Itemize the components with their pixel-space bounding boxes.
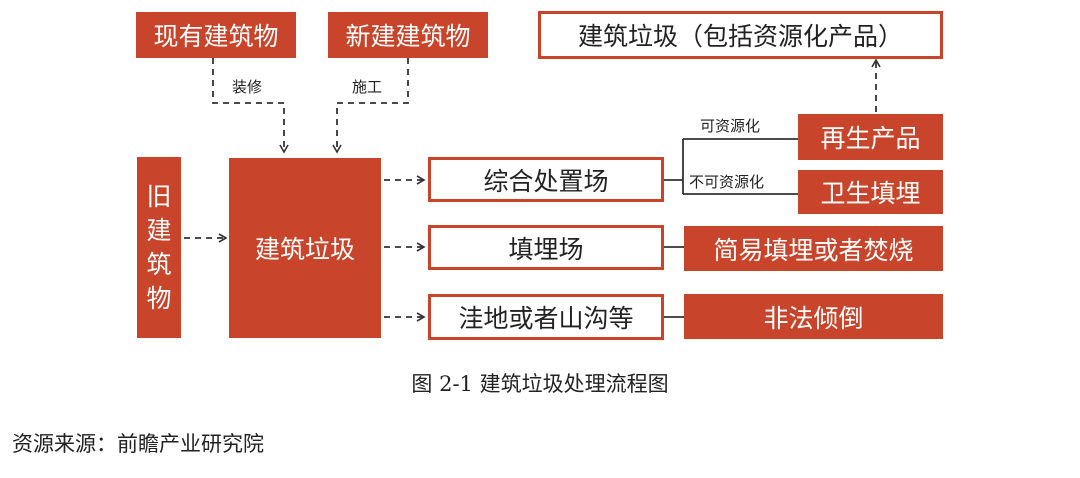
renovation-label: 装修	[232, 78, 263, 96]
illegal-dumping-node: 非法倾倒	[684, 294, 943, 339]
construction-label: 施工	[352, 78, 383, 96]
final-waste-node: 建筑垃圾（包括资源化产品）	[538, 11, 943, 59]
old-buildings-char: 筑	[146, 249, 172, 279]
recycled-products-node: 再生产品	[798, 114, 943, 160]
old-buildings-char: 建	[146, 215, 172, 245]
lowland-node: 洼地或者山沟等	[428, 294, 664, 340]
construction-waste-node: 建筑垃圾	[229, 158, 381, 338]
existing-buildings-node: 现有建筑物	[136, 12, 296, 58]
treatment-branch	[664, 138, 798, 195]
source-note: 资源来源：前瞻产业研究院	[12, 432, 264, 456]
non-recyclable-label: 不可资源化	[689, 173, 765, 191]
recyclable-label: 可资源化	[700, 117, 761, 135]
old-buildings-char: 物	[146, 283, 172, 313]
figure-caption: 图 2-1 建筑垃圾处理流程图	[411, 372, 669, 396]
sanitary-landfill-node: 卫生填埋	[798, 170, 943, 214]
landfill-site-node: 填埋场	[428, 225, 664, 270]
renovation-arrow	[212, 58, 289, 154]
old-buildings-node: 旧 建 筑 物	[137, 157, 181, 338]
construction-arrow	[332, 58, 409, 154]
treatment-site-node: 综合处置场	[428, 157, 664, 202]
old-buildings-char: 旧	[146, 181, 172, 211]
simple-landfill-node: 简易填埋或者焚烧	[684, 226, 943, 271]
new-buildings-node: 新建建筑物	[328, 12, 488, 58]
